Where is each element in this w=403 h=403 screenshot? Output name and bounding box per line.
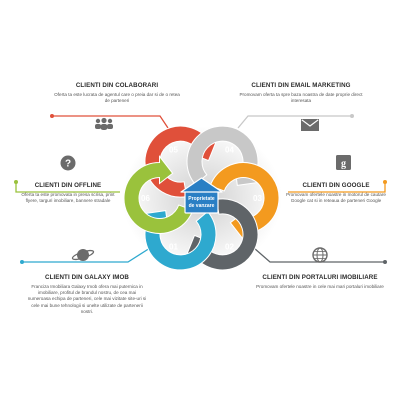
petal-number-email: 04 bbox=[225, 146, 234, 155]
block-colaborari-text: Oferta ta este lucrata de agentul care o… bbox=[54, 92, 180, 104]
block-google: CLIENTI DIN GOOGLE Promovam ofertele noa… bbox=[284, 182, 388, 204]
block-offline-text: Oferta ta este promovata in presa scrisa… bbox=[21, 192, 115, 204]
block-email-title: CLIENTI DIN EMAIL MARKETING bbox=[251, 82, 351, 89]
svg-text:g: g bbox=[341, 159, 346, 170]
connector-email bbox=[237, 115, 352, 129]
connector-colaborari bbox=[52, 115, 169, 129]
connector-galaxy bbox=[22, 247, 151, 263]
block-galaxy-title: CLIENTI DIN GALAXY IMOB bbox=[45, 274, 129, 281]
svg-text:?: ? bbox=[65, 159, 71, 170]
petal-number-portaluri: 02 bbox=[225, 242, 234, 251]
people-icon bbox=[95, 117, 113, 130]
petal-number-offline: 06 bbox=[141, 194, 150, 203]
block-galaxy: CLIENTI DIN GALAXY IMOB Franciza Imobili… bbox=[26, 274, 148, 315]
google-icon: g bbox=[336, 155, 351, 170]
block-email: CLIENTI DIN EMAIL MARKETING Promovam ofe… bbox=[236, 82, 366, 104]
block-offline-title: CLIENTI DIN OFFLINE bbox=[34, 182, 102, 189]
block-colaborari: CLIENTI DIN COLABORARI Oferta ta este lu… bbox=[52, 82, 182, 104]
block-google-text: Promovam ofertele noastre in motorul de … bbox=[286, 192, 386, 204]
connector-portaluri bbox=[253, 247, 385, 263]
block-email-text: Promovam oferta ta spre baza noastra de … bbox=[239, 92, 363, 104]
block-galaxy-text: Franciza Imobiliara Galaxy Imob ofera ma… bbox=[27, 284, 147, 314]
block-colaborari-title: CLIENTI DIN COLABORARI bbox=[75, 82, 159, 89]
connector-offline bbox=[15, 182, 120, 193]
globe-icon bbox=[312, 247, 328, 263]
block-offline: CLIENTI DIN OFFLINE Oferta ta este promo… bbox=[16, 182, 120, 204]
petal-number-colaborari: 05 bbox=[169, 146, 178, 155]
petal-number-galaxy: 01 bbox=[169, 242, 178, 251]
block-portaluri: CLIENTI DIN PORTALURI IMOBILIARE Promova… bbox=[255, 274, 385, 290]
center-house: Proprietate de vanzare bbox=[180, 177, 223, 214]
arrow-petals: 05 04 03 02 01 06 bbox=[123, 125, 280, 271]
petal-number-google: 03 bbox=[253, 194, 262, 203]
planet-icon bbox=[71, 249, 95, 261]
question-icon: ? bbox=[60, 155, 76, 171]
block-portaluri-title: CLIENTI DIN PORTALURI IMOBILIARE bbox=[262, 274, 378, 281]
block-portaluri-text: Promovam ofertele noastre in cele mai ma… bbox=[256, 284, 384, 289]
connector-google bbox=[288, 182, 386, 193]
envelope-icon bbox=[301, 119, 319, 131]
petal-offline bbox=[123, 155, 194, 234]
center-label-line1: Proprietate bbox=[188, 196, 215, 202]
block-google-title: CLIENTI DIN GOOGLE bbox=[302, 182, 370, 189]
center-label-line2: de vanzare bbox=[189, 203, 215, 209]
